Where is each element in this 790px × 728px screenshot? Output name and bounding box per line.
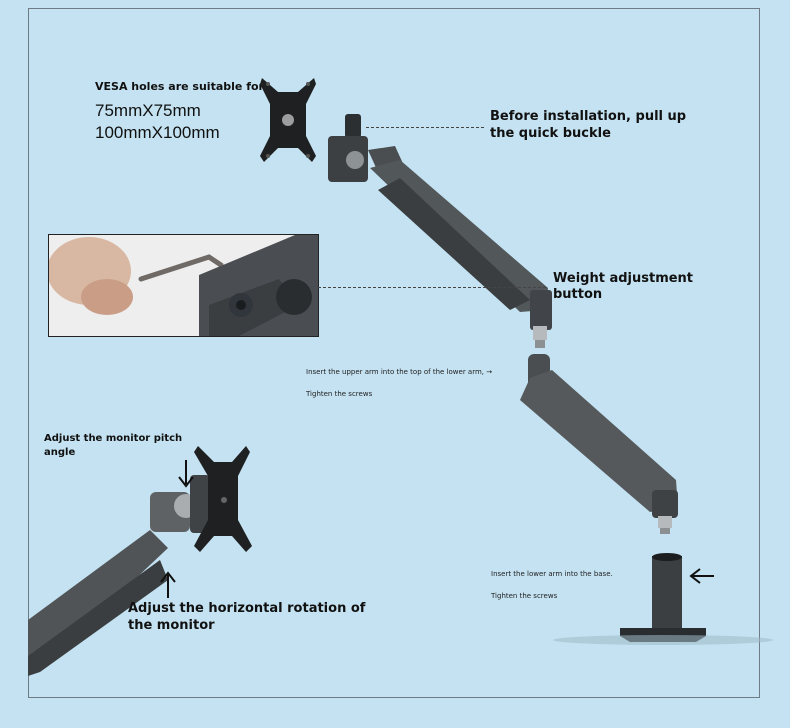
border-frame <box>28 8 760 698</box>
upper-arm <box>328 114 552 348</box>
callout-pitch-1: Adjust the monitor pitch <box>44 433 183 444</box>
arrow-up-icon <box>160 571 176 598</box>
leader-quick-buckle <box>366 127 484 128</box>
lower-arm <box>520 354 678 534</box>
hex-key-closeup-photo <box>48 234 319 337</box>
callout-pitch-2: angle <box>44 447 76 458</box>
callout-weight-1: Weight adjustment <box>553 271 694 286</box>
callout-lower-arm: Insert the lower arm into the base. <box>491 570 613 578</box>
callout-upper-arm: Insert the upper arm into the top of the… <box>306 368 493 376</box>
vesa-plate-top <box>260 78 316 162</box>
monitor-head-closeup <box>28 446 252 676</box>
callout-upper-arm-screws: Tighten the screws <box>306 390 373 398</box>
vesa-size-75: 75mmX75mm <box>95 101 201 120</box>
callout-weight-2: button <box>553 287 603 302</box>
arrow-down-icon <box>178 460 194 488</box>
callout-horizontal-2: the monitor <box>128 618 215 633</box>
vesa-heading: VESA holes are suitable for <box>95 80 264 93</box>
base-pole <box>553 553 773 645</box>
callout-horizontal-1: Adjust the horizontal rotation of <box>128 601 366 616</box>
callout-quick-buckle-2: the quick buckle <box>490 126 611 141</box>
vesa-size-100: 100mmX100mm <box>95 123 220 142</box>
leader-weight-button <box>318 287 546 288</box>
arrow-left-icon <box>689 568 714 584</box>
callout-lower-arm-screws: Tighten the screws <box>491 592 558 600</box>
callout-quick-buckle-1: Before installation, pull up <box>490 109 687 124</box>
